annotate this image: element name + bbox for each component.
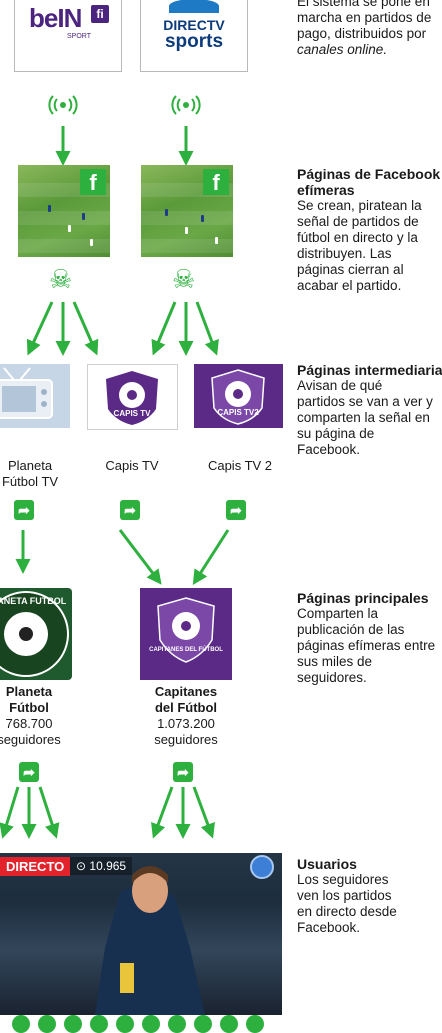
directv-logo-word: DIRECTV: [163, 17, 225, 33]
users-row: [0, 1015, 300, 1033]
explanation-intermediate-pages: Páginas intermediarias Avisan de qué par…: [297, 362, 442, 458]
capis-tv-shield-logo: CAPIS TV: [106, 371, 158, 425]
directv-swirl-icon: [169, 0, 219, 13]
fb-page-match-image: f: [18, 165, 110, 257]
explanation-source: El sistema se pone en marcha en partidos…: [297, 0, 442, 58]
users-line-3: en directo desde: [297, 904, 397, 919]
capis-tv-2-thumbnail: CAPIS TV2: [194, 364, 283, 428]
capitanes-followers-count: 1.073.200: [157, 716, 215, 731]
capitanes-shield-logo: CAPITANES DEL FÚTBOL: [149, 597, 223, 663]
intermediate-line-4: su página de: [297, 426, 375, 441]
share-icon: ➦: [226, 500, 246, 520]
tv-icon: [0, 367, 53, 419]
user-icon: [12, 1015, 30, 1033]
pirate-skull-icon: ☠: [49, 264, 73, 294]
ephemeral-line-6: acabar el partido.: [297, 278, 402, 293]
intermediate-caption-capis-2: Capis TV 2: [207, 458, 273, 473]
fb-page-match-image: f: [141, 165, 233, 257]
share-icon: ➦: [14, 500, 34, 520]
intermediate-line-2: partidos se van a ver y: [297, 394, 433, 409]
intermediate-caption-capis: Capis TV: [105, 458, 159, 473]
explanation-main-pages: Páginas principales Comparten la publica…: [297, 590, 442, 686]
planeta-name-line1: Planeta: [5, 684, 53, 699]
main-pages-line-2: publicación de las: [297, 622, 405, 637]
planeta-futbol-badge-text: PLANETA FUTBOL: [0, 596, 67, 606]
planeta-caption-line2: Fútbol TV: [1, 474, 59, 489]
bein-logo-mark: fi: [91, 5, 109, 23]
users-line-2: ven los partidos: [297, 888, 392, 903]
main-pages-title: Páginas principales: [297, 590, 429, 606]
planeta-futbol-page-logo: PLANETA FUTBOL: [0, 588, 72, 680]
user-icon: [142, 1015, 160, 1033]
intermediate-title: Páginas intermediarias: [297, 362, 442, 378]
pirate-skull-icon: ☠: [172, 264, 196, 294]
planeta-futbol-badge: PLANETA FUTBOL: [0, 591, 69, 677]
intermediate-line-3: comparten la señal en: [297, 410, 430, 425]
ephemeral-line-3: fútbol en directo y la: [297, 230, 418, 245]
users-title: Usuarios: [297, 856, 357, 872]
planeta-name-line2: Fútbol: [9, 700, 49, 715]
ephemeral-line-4: distribuyen. Las: [297, 246, 392, 261]
ephemeral-line-2: señal de partidos de: [297, 214, 419, 229]
main-pages-line-4: sus miles de: [297, 654, 373, 669]
main-pages-line-1: Comparten la: [297, 606, 379, 621]
capitanes-name-line1: Capitanes: [154, 684, 218, 699]
capis-tv-2-badge-text: CAPIS TV2: [217, 408, 259, 417]
live-video-frame: DIRECTO ⊙ 10.965: [0, 853, 282, 1015]
planeta-caption-line1: Planeta: [7, 458, 53, 473]
capis-tv-badge-text: CAPIS TV: [114, 409, 152, 418]
bein-logo-sub: SPORT: [67, 33, 91, 40]
broadcast-signal-icon: [171, 95, 201, 115]
planeta-followers-label: seguidores: [0, 732, 61, 747]
capitanes-del-futbol-page-logo: CAPITANES DEL FÚTBOL: [140, 588, 232, 680]
capitanes-name-line2: del Fútbol: [154, 700, 218, 715]
user-icon: [116, 1015, 134, 1033]
explanation-users: Usuarios Los seguidores ven los partidos…: [297, 856, 442, 936]
share-icon: ➦: [173, 762, 193, 782]
capis-tv-thumbnail: CAPIS TV: [87, 364, 178, 430]
facebook-icon: f: [80, 169, 106, 195]
user-icon: [220, 1015, 238, 1033]
intermediate-line-1: Avisan de qué: [297, 378, 383, 393]
user-icon: [38, 1015, 56, 1033]
user-icon: [90, 1015, 108, 1033]
player-figure: [95, 855, 274, 1015]
source-line-3: pago, distribuidos por: [297, 26, 427, 41]
users-line-4: Facebook.: [297, 920, 361, 935]
ephemeral-line-5: páginas cierran al: [297, 262, 404, 277]
user-icon: [64, 1015, 82, 1033]
directv-logo-sports: sports: [164, 31, 224, 52]
bein-sport-logo: beIN fi SPORT: [14, 0, 122, 72]
share-icon: ➦: [120, 500, 140, 520]
main-pages-line-5: seguidores.: [297, 670, 367, 685]
user-icon: [246, 1015, 264, 1033]
explanation-ephemeral-pages: Páginas de Facebook efímeras Se crean, p…: [297, 166, 442, 294]
capitanes-followers-label: seguidores: [154, 732, 218, 747]
ephemeral-title: Páginas de Facebook efímeras: [297, 166, 441, 198]
main-page-caption-planeta: Planeta Fútbol 768.700 seguidores: [0, 684, 72, 748]
capitanes-badge-text: CAPITANES DEL FÚTBOL: [149, 646, 223, 653]
planeta-futbol-tv-thumbnail: [0, 364, 70, 428]
user-icon: [168, 1015, 186, 1033]
bein-logo-word: beIN: [29, 3, 82, 33]
intermediate-line-5: Facebook.: [297, 442, 361, 457]
facebook-icon: f: [203, 169, 229, 195]
broadcast-signal-icon: [48, 95, 78, 115]
capis-tv-2-shield-logo: CAPIS TV2: [211, 369, 265, 425]
users-line-1: Los seguidores: [297, 872, 389, 887]
planeta-followers-count: 768.700: [5, 716, 53, 731]
source-line-1: El sistema se pone en: [297, 0, 430, 9]
ephemeral-line-1: Se crean, piratean la: [297, 198, 422, 213]
intermediate-caption-planeta: Planeta Fútbol TV: [0, 458, 70, 490]
live-badge: DIRECTO: [0, 857, 71, 876]
source-line-2: marcha en partidos de: [297, 10, 432, 25]
directv-sports-logo: DIRECTV sports: [140, 0, 248, 72]
main-pages-line-3: páginas efímeras entre: [297, 638, 436, 653]
main-page-caption-capitanes: Capitanes del Fútbol 1.073.200 seguidore…: [140, 684, 232, 748]
source-line-4: canales online.: [297, 42, 388, 57]
share-icon: ➦: [19, 762, 39, 782]
user-icon: [194, 1015, 212, 1033]
viewer-count: ⊙ 10.965: [70, 857, 133, 875]
